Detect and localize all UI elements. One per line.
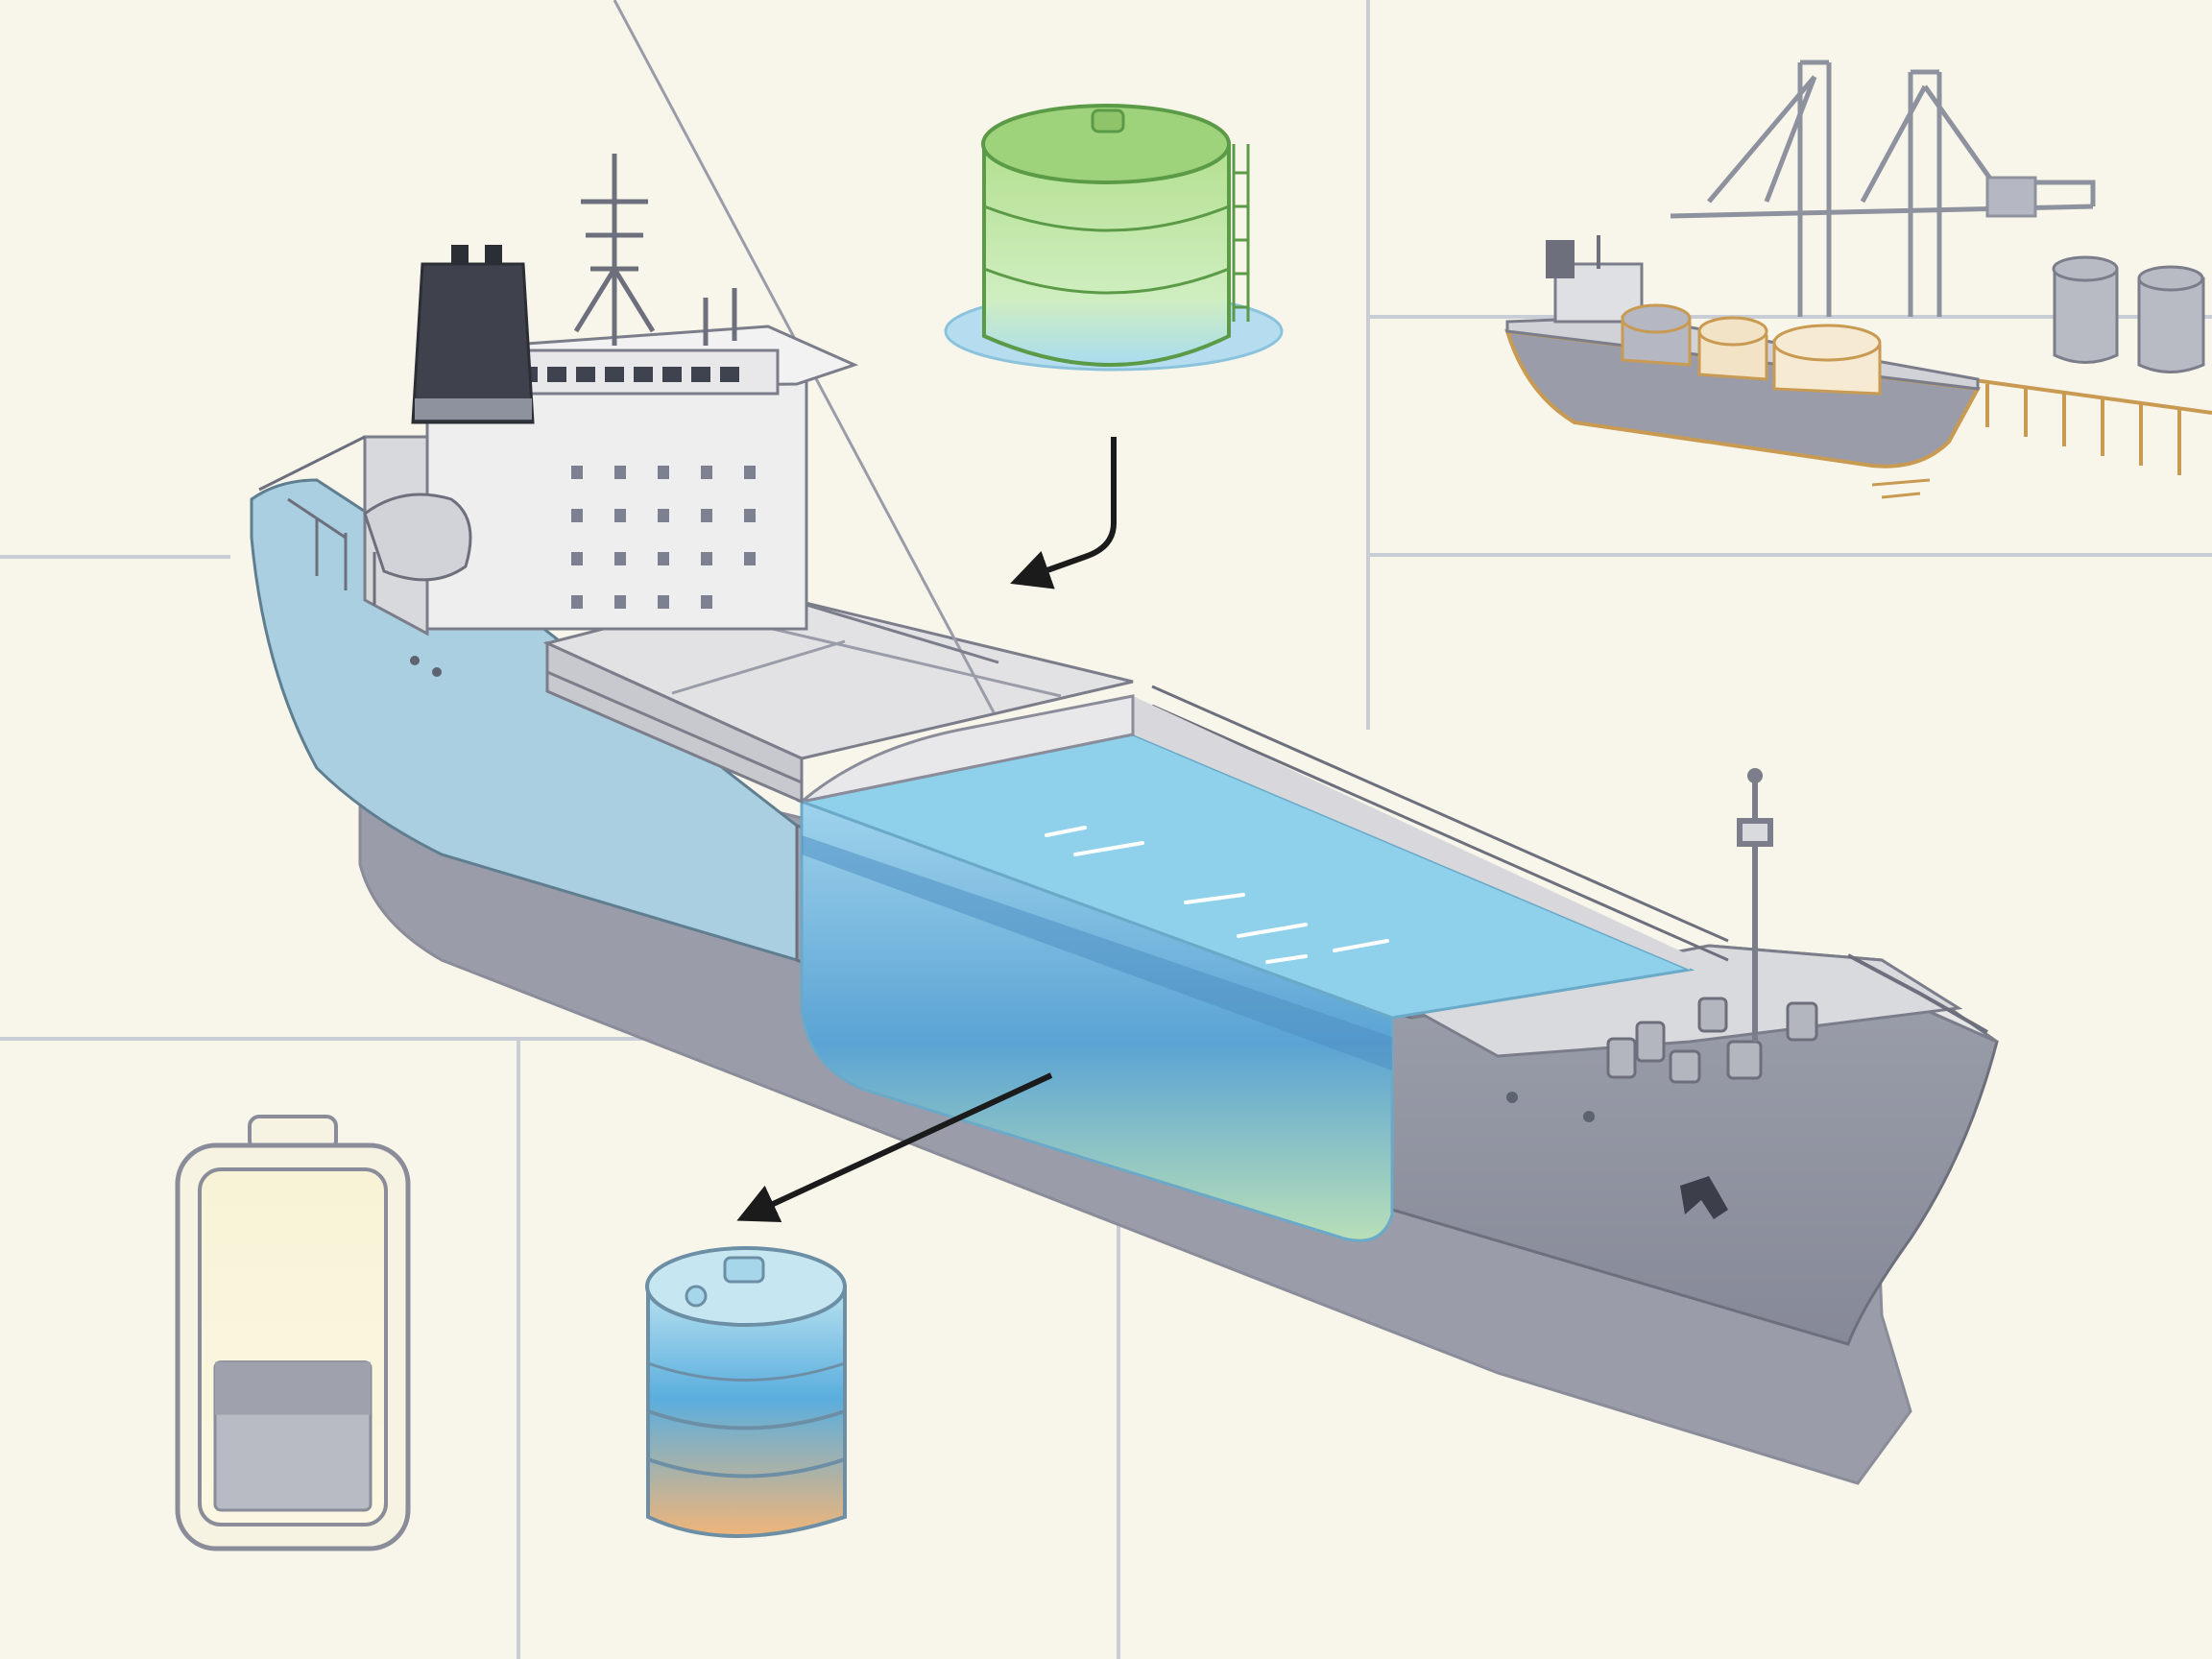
- battery-icon: [175, 1115, 411, 1551]
- lifeboat: [363, 493, 472, 582]
- tank-ladder: [1232, 144, 1250, 322]
- cargo-ship-cutaway-icon: [250, 0, 1999, 1485]
- liquid-ripples: [1045, 826, 1389, 964]
- drum-fill-line: [647, 1361, 846, 1382]
- green-storage-tank-icon: [944, 104, 1284, 372]
- tank-body: [982, 142, 1231, 367]
- bridge-windows: [518, 367, 739, 382]
- fore-mast-top: [1747, 768, 1763, 783]
- funnel-tops: [451, 245, 502, 264]
- cargo-hold-front-cut: [801, 694, 1135, 804]
- arrow-icon: [736, 1072, 1053, 1222]
- gantry-cranes: [1670, 60, 2096, 317]
- port-terminal-icon: [1504, 60, 2212, 499]
- tank-vent: [1091, 108, 1125, 133]
- stern-railing: [258, 435, 376, 605]
- drum-vent: [685, 1285, 708, 1308]
- terminal-water-lines: [1871, 478, 1931, 499]
- cargo-hold-wall: [1133, 696, 1690, 970]
- terminal-ship-funnel: [1546, 240, 1575, 278]
- anchor-mark: [1680, 1176, 1728, 1219]
- drum-bands: [647, 1409, 846, 1479]
- main-mast: [573, 154, 737, 346]
- terminal-ship-hull: [1504, 328, 1982, 469]
- battery-fill-band: [215, 1361, 371, 1415]
- funnel-band: [415, 398, 532, 420]
- arrow-icon: [1010, 437, 1117, 589]
- tank-bands: [983, 204, 1230, 295]
- drum-cap: [723, 1256, 765, 1284]
- cargo-hold-band: [802, 835, 1392, 1070]
- hatch-front: [545, 640, 804, 805]
- deck-railing: [1151, 685, 1729, 962]
- terminal-ship-tanks: [1621, 303, 1882, 396]
- superstructure-windows: [571, 466, 756, 609]
- shore-tanks: [2052, 255, 2205, 373]
- fuel-drum-icon: [645, 1246, 847, 1538]
- ship-portholes: [410, 656, 1595, 1122]
- crane-cab: [1985, 176, 2037, 218]
- tank-roof: [981, 104, 1231, 184]
- fore-mast: [1737, 778, 1773, 1042]
- bow-railing: [1847, 953, 1988, 1034]
- cargo-hold-liquid-side: [800, 799, 1394, 1242]
- bow-fittings: [1606, 997, 1818, 1084]
